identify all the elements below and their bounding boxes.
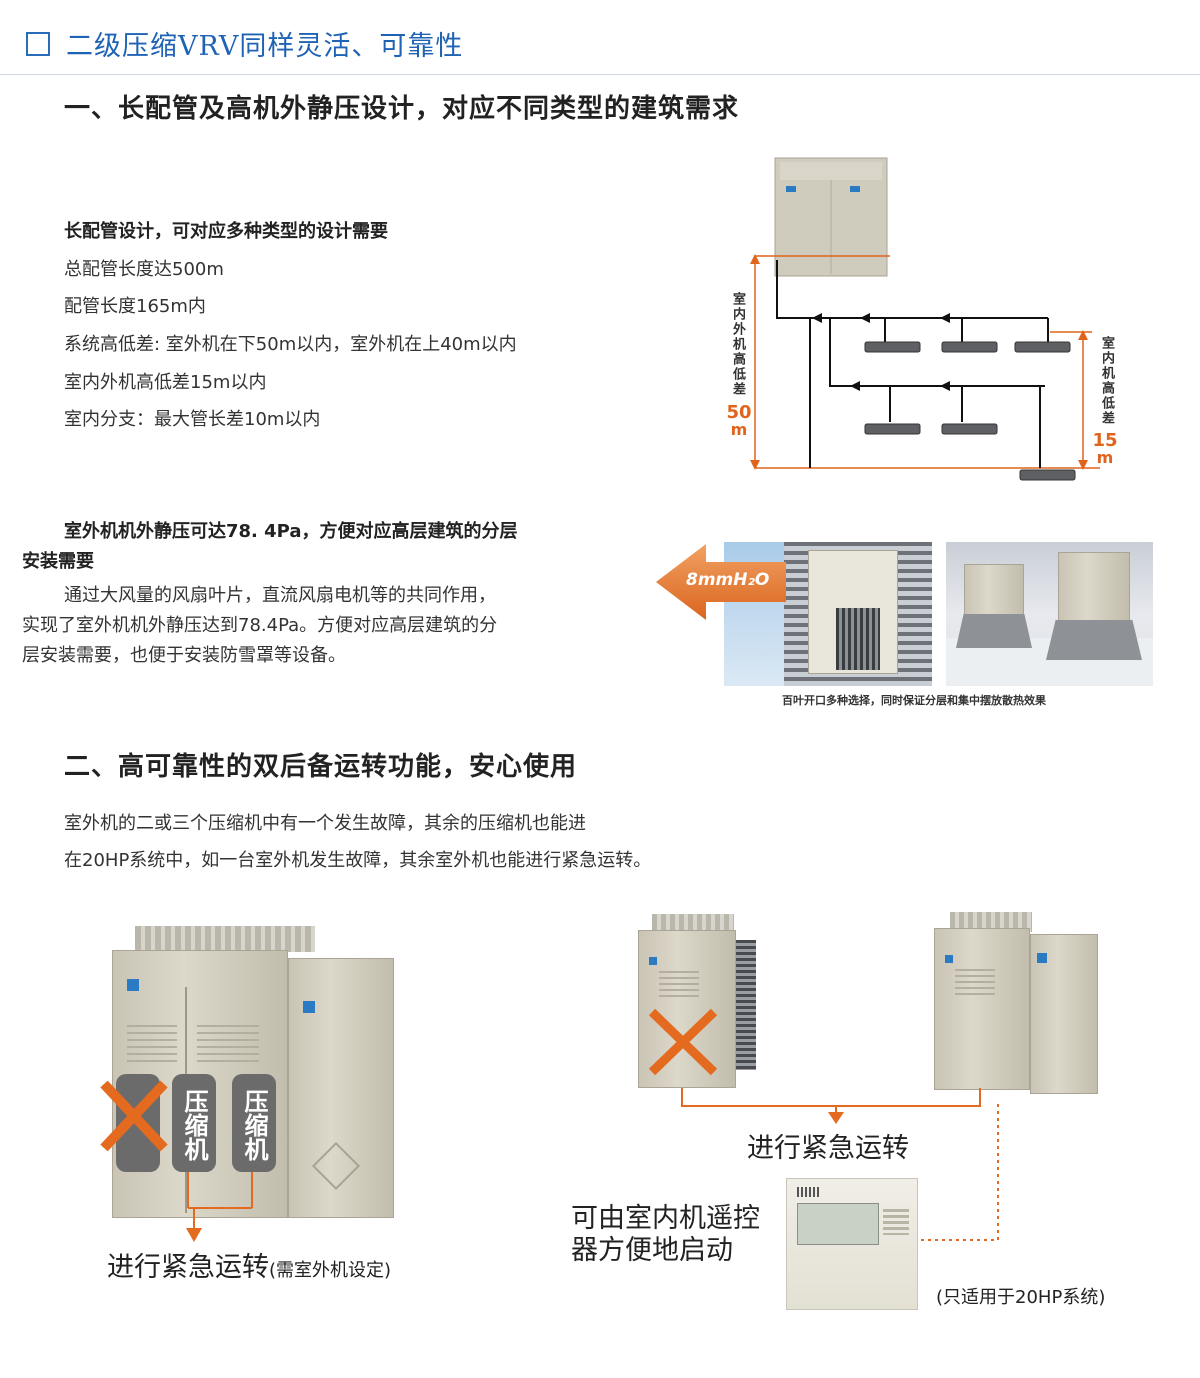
spec-line: 室内外机高低差15m以内 bbox=[64, 372, 267, 393]
outdoor-unit-side-icon bbox=[288, 958, 394, 1218]
fan-guard-icon bbox=[950, 912, 1032, 932]
section1-title: 一、长配管及高机外静压设计，对应不同类型的建筑需求 bbox=[64, 94, 740, 124]
page-header bbox=[0, 0, 1200, 75]
emergency-caption: 进行紧急运转 bbox=[107, 1252, 269, 1283]
checkbox-icon bbox=[26, 32, 50, 56]
outdoor-unit-side-icon bbox=[1030, 934, 1098, 1094]
fan-guard-icon bbox=[135, 926, 315, 952]
pressure-body-line: 层安装需要，也便于安装防雪罩等设备。 bbox=[22, 645, 346, 666]
remote-text-line: 器方便地启动 bbox=[571, 1235, 733, 1266]
pressure-body-line: 实现了室外机机外静压达到78.4Pa。方便对应高层建筑的分 bbox=[22, 615, 498, 636]
spec-line: 总配管长度达500m bbox=[64, 259, 224, 280]
compressor-label: 压缩机 bbox=[232, 1074, 276, 1172]
caption-note: (需室外机设定) bbox=[269, 1260, 392, 1281]
section2-body-line: 室外机的二或三个压缩机中有一个发生故障，其余的压缩机也能进 bbox=[64, 813, 586, 834]
left-height-value: 50 bbox=[726, 402, 752, 423]
piping-diagram bbox=[750, 157, 1100, 481]
page-title: 二级压缩VRV同样灵活、可靠性 bbox=[66, 31, 464, 62]
section2-body-line: 在20HP系统中，如一台室外机发生故障，其余室外机也能进行紧急运转。 bbox=[64, 850, 652, 871]
spec-line: 室内分支：最大管长差10m以内 bbox=[64, 409, 321, 430]
right-height-label: 室内机高低差 bbox=[1099, 336, 1114, 426]
section2-title: 二、高可靠性的双后备运转功能，安心使用 bbox=[64, 752, 578, 782]
photo-caption: 百叶开口多种选择，同时保证分层和集中摆放散热效果 bbox=[782, 694, 1046, 707]
emergency-flow-arrow bbox=[186, 1172, 253, 1242]
spec-line: 系统高低差: 室外机在下50m以内，室外机在上40m以内 bbox=[64, 334, 517, 355]
emergency-caption: 进行紧急运转 bbox=[747, 1133, 909, 1164]
side-coil bbox=[736, 940, 756, 1070]
airflow-arrow-icon bbox=[656, 544, 786, 620]
remote-controller-icon bbox=[786, 1178, 918, 1310]
fault-x-icon bbox=[648, 1008, 718, 1076]
right-height-unit: m bbox=[1096, 448, 1114, 467]
applicability-note: (只适用于20HP系统) bbox=[936, 1287, 1106, 1308]
working-outdoor-unit-icon bbox=[934, 928, 1030, 1090]
fault-x-icon bbox=[100, 1080, 168, 1152]
piping-heading: 长配管设计，可对应多种类型的设计需要 bbox=[64, 221, 388, 242]
connection-lines bbox=[681, 1088, 999, 1241]
right-height-value: 15 bbox=[1092, 430, 1118, 451]
left-diagram-caption: 进行紧急运转(需室外机设定) bbox=[107, 1245, 391, 1284]
rooftop-photo bbox=[946, 542, 1153, 686]
pressure-heading: 室外机机外静压可达78. 4Pa，方便对应高层建筑的分层 bbox=[64, 521, 518, 542]
left-height-unit: m bbox=[730, 420, 748, 439]
pressure-body-line: 通过大风量的风扇叶片，直流风扇电机等的共同作用， bbox=[64, 585, 496, 606]
pressure-heading-cont: 安装需要 bbox=[22, 551, 94, 572]
left-height-label: 室内外机高低差 bbox=[730, 292, 745, 397]
remote-text-line: 可由室内机遥控 bbox=[571, 1203, 760, 1234]
failed-outdoor-unit-icon bbox=[638, 930, 736, 1088]
compressor-label: 压缩机 bbox=[172, 1074, 216, 1172]
fan-guard-icon bbox=[652, 914, 734, 934]
pressure-arrow-label: 8mmH₂O bbox=[686, 570, 770, 590]
spec-line: 配管长度165m内 bbox=[64, 296, 206, 317]
